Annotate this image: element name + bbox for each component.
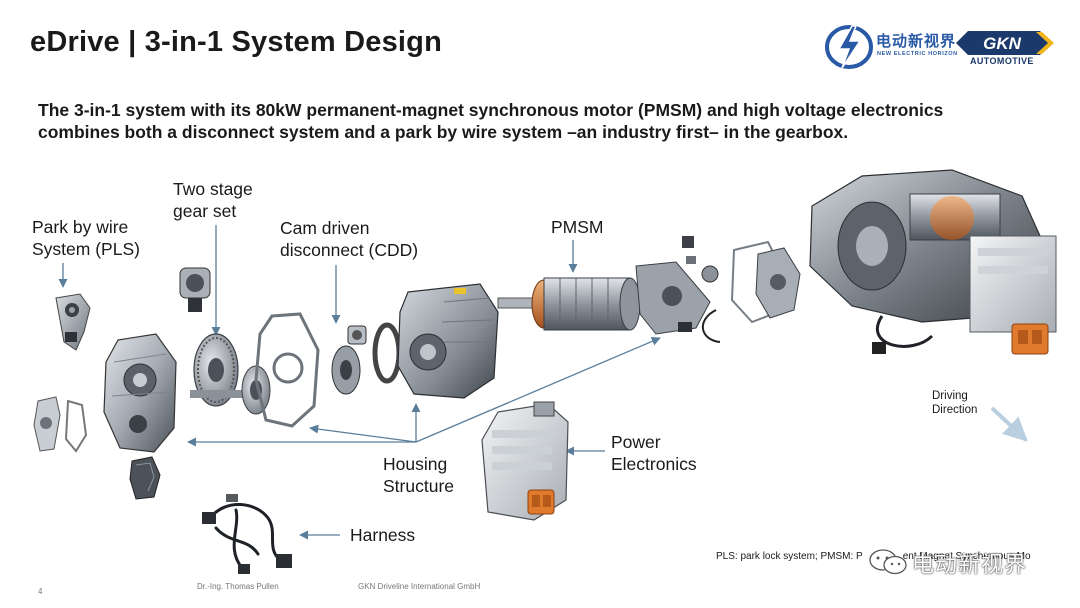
cdd-label: Cam driven disconnect (CDD) (280, 217, 418, 261)
housing-arrow-mid (309, 424, 417, 443)
watermark: 电动新视界 (868, 544, 1064, 578)
gkn-logo-subtext: AUTOMOTIVE (970, 56, 1034, 66)
cdd-label-line1: Cam driven (280, 218, 370, 238)
cam-driven-disconnect-image (331, 325, 367, 395)
pls-motor-image (179, 267, 211, 312)
page-number: 4 (38, 587, 43, 596)
gearbox-housing-left-image (103, 333, 177, 453)
svg-text:GKN: GKN (983, 34, 1022, 53)
pls-label: Park by wire System (PLS) (32, 216, 140, 260)
harness-image (202, 494, 292, 574)
slide-title: eDrive | 3-in-1 System Design (30, 26, 443, 58)
sensor-connectors-image (678, 236, 721, 343)
power-label-line2: Electronics (611, 454, 697, 474)
nev-logo-subtext: NEW ELECTRIC HORIZON (877, 51, 958, 57)
motor-rear-cover-image (730, 240, 801, 324)
pmsm-motor-image (497, 261, 711, 335)
footnote-part-a: PLS: park lock system; PMSM: P (716, 551, 863, 562)
power-electronics-image (481, 401, 569, 521)
driving-direction-label: Driving Direction (932, 389, 977, 417)
footer-company: GKN Driveline International GmbH (358, 582, 481, 591)
gear-label: Two stage gear set (173, 178, 253, 222)
end-cover-plate-image (33, 396, 88, 453)
small-cover-image (129, 456, 161, 500)
power-label-line1: Power (611, 432, 661, 452)
pls-label-line2: System (PLS) (32, 239, 140, 259)
gear-label-line1: Two stage (173, 179, 253, 199)
watermark-text: 电动新视界 (912, 552, 1028, 577)
driving-direction-arrow (990, 406, 1028, 442)
gear-label-line2: gear set (173, 201, 237, 221)
nev-logo-icon (825, 25, 873, 69)
slide-subtitle: The 3-in-1 system with its 80kW permanen… (38, 100, 944, 142)
footnote: PLS: park lock system; PMSM: P ent Magnet… (716, 551, 1031, 562)
gkn-logo-icon: GKN (956, 31, 1054, 55)
harness-label: Harness (350, 525, 416, 545)
gasket-ring-image (254, 312, 320, 428)
housing-label-line1: Housing (383, 454, 448, 474)
nev-logo-text: 电动新视界 (876, 33, 957, 50)
housing-arrow-right (415, 337, 661, 443)
cdd-label-line2: disconnect (CDD) (280, 240, 419, 260)
driving-label-line1: Driving (932, 390, 968, 402)
assembled-edrive-image (809, 169, 1057, 355)
power-electronics-label: Power Electronics (611, 431, 697, 475)
center-housing-image (397, 283, 499, 399)
footnote-part-b: ent Magnet Synchronous Mo (902, 551, 1031, 562)
park-lock-actuator-image (55, 293, 91, 351)
wechat-icon (869, 549, 907, 575)
logo-area: 电动新视界 NEW ELECTRIC HORIZON GKN AUTOMOTIV… (822, 20, 1062, 72)
pmsm-label: PMSM (551, 217, 604, 237)
housing-label: Housing Structure (383, 453, 454, 497)
housing-label-line2: Structure (383, 476, 454, 496)
footer-author: Dr.-Ing. Thomas Pullen (197, 582, 279, 591)
pls-label-line1: Park by wire (32, 217, 129, 237)
driving-label-line2: Direction (932, 404, 978, 416)
